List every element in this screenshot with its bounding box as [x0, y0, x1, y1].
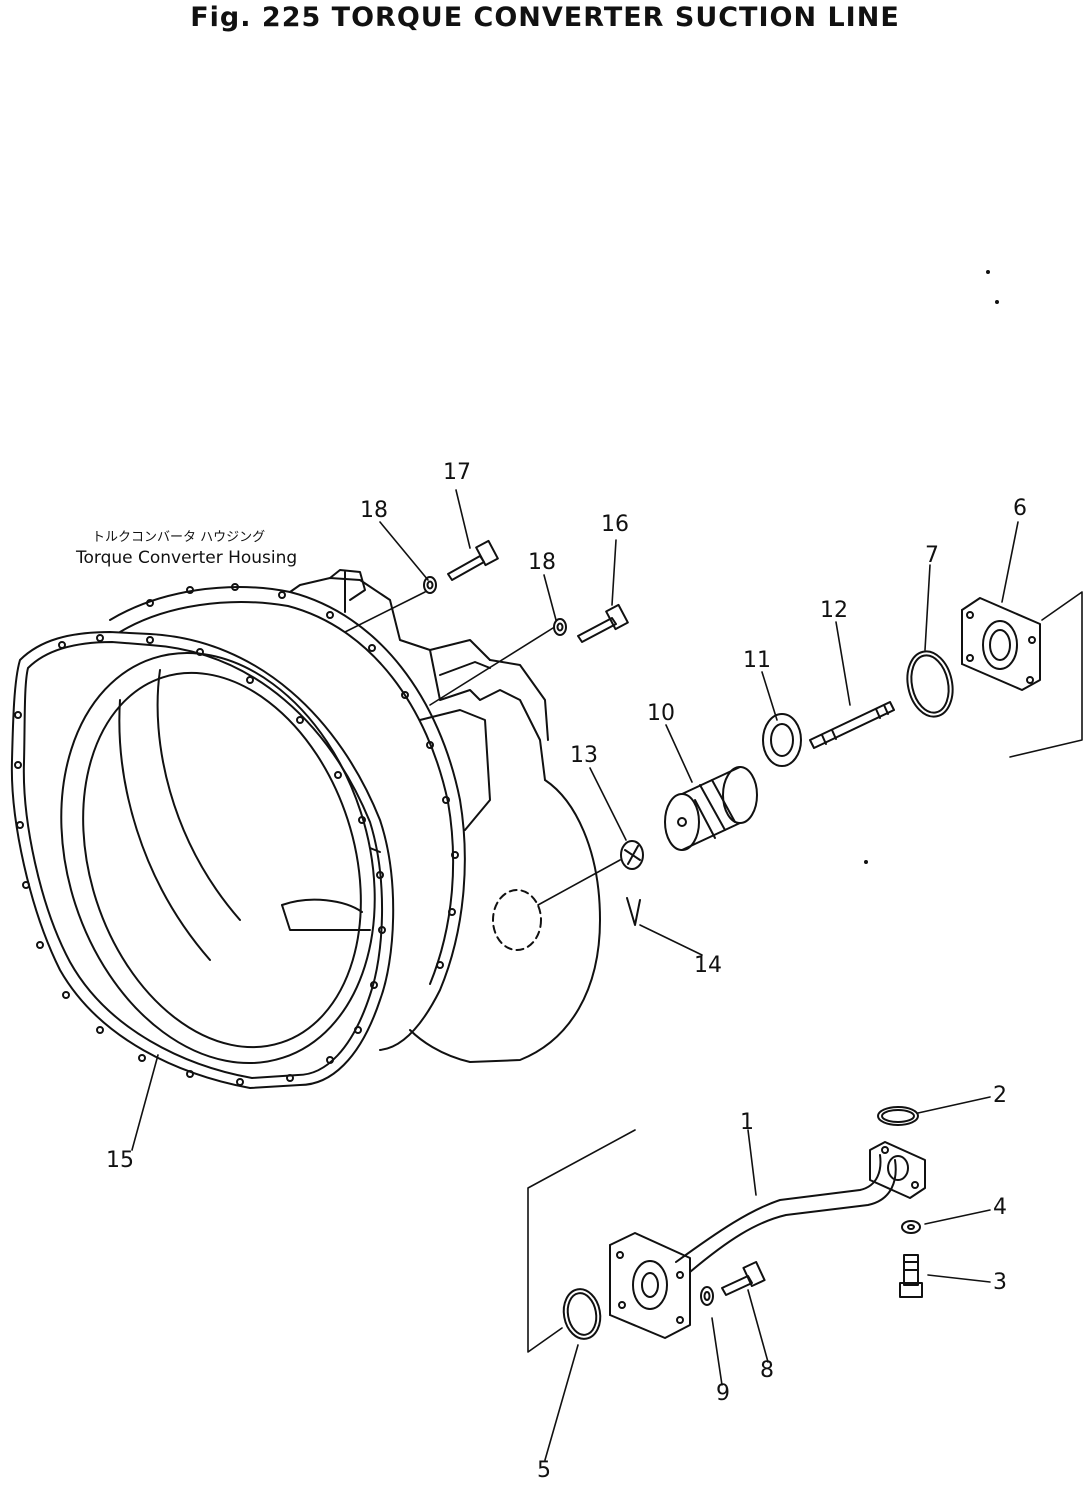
housing-label-jp: トルクコンバータ ハウジング: [92, 530, 266, 545]
part-10-strainer: [664, 766, 758, 851]
callout-7: 7: [925, 543, 939, 568]
torque-converter-housing: [10, 569, 601, 1089]
part-3-bolt: [899, 1254, 923, 1298]
callout-4: 4: [993, 1195, 1007, 1220]
part-14-pin: [626, 897, 641, 926]
callout-5: 5: [537, 1458, 551, 1483]
callout-18-upper: 18: [360, 498, 388, 523]
housing-label-en: Torque Converter Housing: [76, 548, 298, 568]
part-16-bolt: [577, 603, 629, 643]
part-17-bolt: [447, 539, 499, 581]
callout-13: 13: [570, 743, 598, 768]
part-13-strainer-cap: [620, 840, 644, 870]
callout-14: 14: [694, 953, 722, 978]
leader-lines: [131, 489, 1083, 1461]
part-6-cover: [961, 597, 1041, 691]
callout-10: 10: [647, 701, 675, 726]
callout-6: 6: [1013, 496, 1027, 521]
part-9-washer: [700, 1286, 714, 1306]
callout-11: 11: [743, 648, 771, 673]
callout-9: 9: [716, 1381, 730, 1406]
callout-2: 2: [993, 1083, 1007, 1108]
callout-8: 8: [760, 1358, 774, 1383]
part-5-o-ring: [562, 1288, 602, 1340]
figure-title: Fig. 225 TORQUE CONVERTER SUCTION LINE: [190, 2, 900, 33]
callout-18-lower: 18: [528, 550, 556, 575]
part-1-suction-tube: [609, 1141, 926, 1339]
callout-15: 15: [106, 1148, 134, 1173]
part-8-bolt: [721, 1260, 766, 1296]
part-12-stud: [809, 701, 895, 749]
part-4-washer: [901, 1220, 921, 1234]
callout-17: 17: [443, 460, 471, 485]
part-11-ring: [762, 713, 802, 767]
callout-3: 3: [993, 1270, 1007, 1295]
part-7-o-ring: [906, 650, 954, 718]
callout-1: 1: [740, 1110, 754, 1135]
callout-12: 12: [820, 598, 848, 623]
callout-16: 16: [601, 512, 629, 537]
part-2-o-ring: [877, 1106, 919, 1126]
part-18-washer: [423, 576, 567, 636]
